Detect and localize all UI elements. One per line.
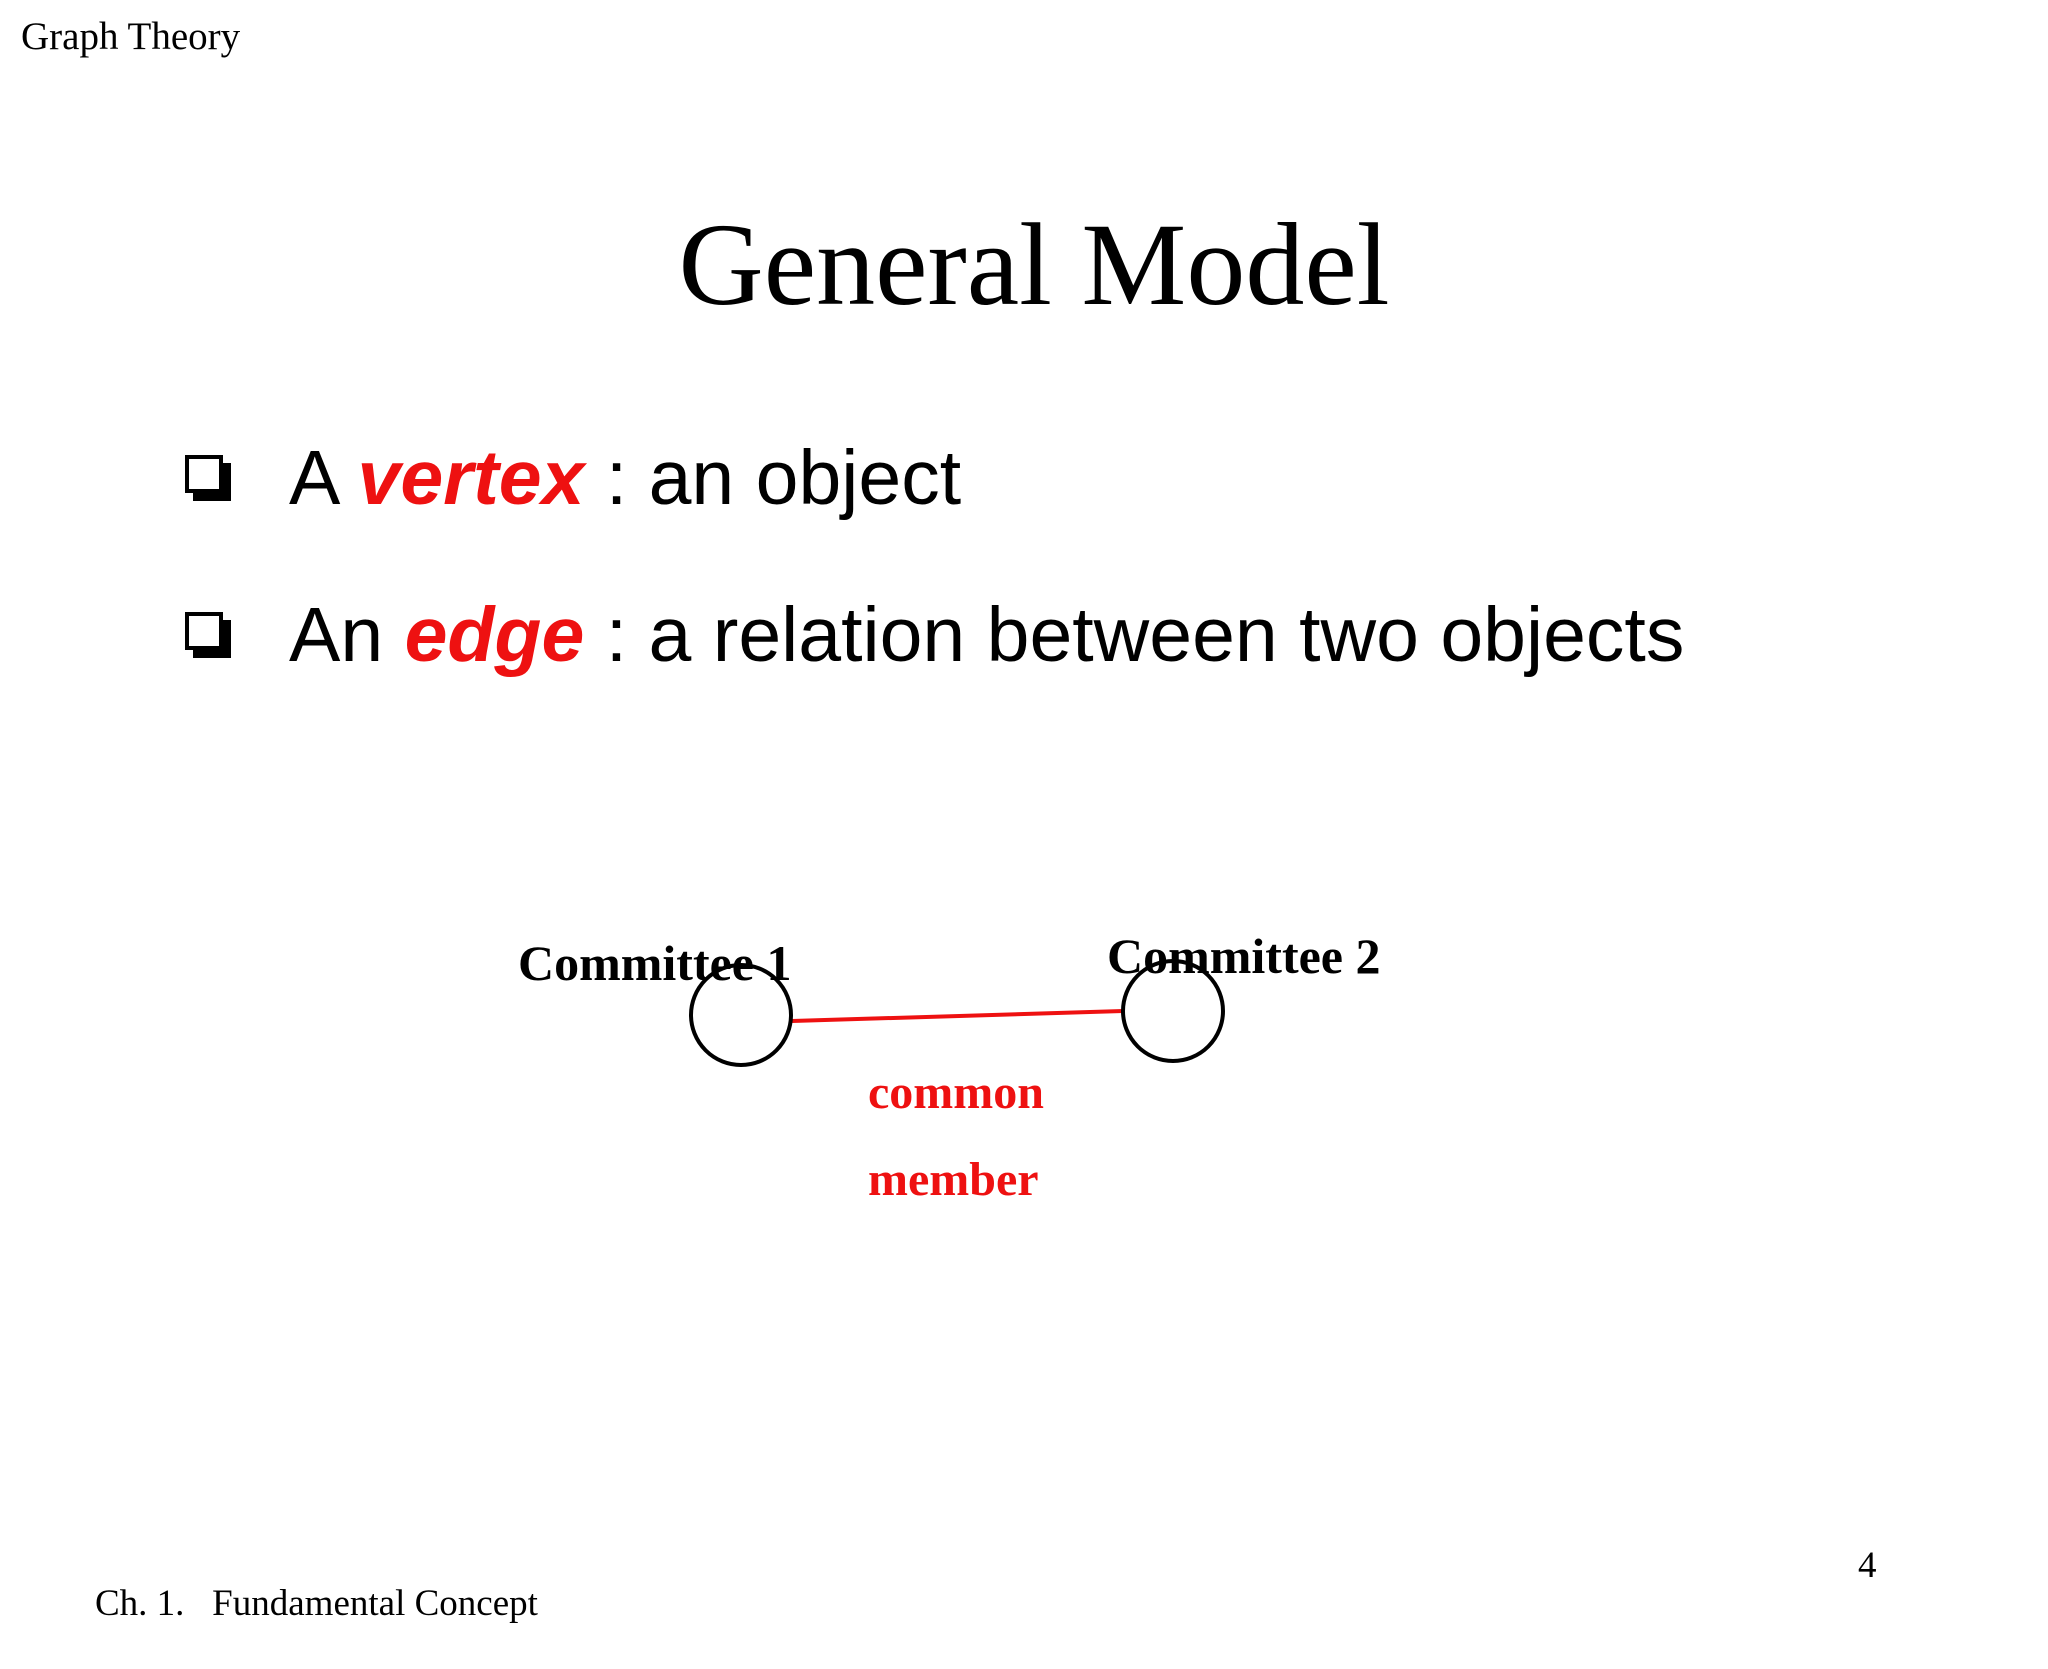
bullet-edge: An edge : a relation between two objects <box>185 590 1684 680</box>
graph-edge <box>791 1009 1124 1023</box>
bullet-keyword-edge: edge <box>404 591 585 678</box>
checkbox-bullet-icon <box>185 455 231 501</box>
bullet-keyword-vertex: vertex <box>357 434 585 521</box>
bullet-prefix: A <box>289 434 358 521</box>
checkbox-bullet-icon <box>185 612 231 658</box>
vertex-label-committee-2: Committee 2 <box>1107 928 1381 984</box>
vertex-label-committee-1: Committee 1 <box>518 935 792 991</box>
bullet-suffix: : a relation between two objects <box>584 591 1685 678</box>
bullet-suffix: : an object <box>584 434 962 521</box>
slide-title: General Model <box>678 199 1390 330</box>
edge-label-line-2: member <box>868 1153 1039 1206</box>
footer-chapter: Ch. 1. Fundamental Concept <box>95 1583 538 1624</box>
vertex-committee-2 <box>1121 959 1225 1063</box>
edge-label-line-1: common <box>868 1066 1044 1119</box>
page-number: 4 <box>1858 1545 1877 1586</box>
bullet-prefix: An <box>289 591 405 678</box>
slide-header: Graph Theory <box>21 15 241 58</box>
bullet-vertex: A vertex : an object <box>185 433 961 523</box>
vertex-committee-1 <box>689 963 793 1067</box>
